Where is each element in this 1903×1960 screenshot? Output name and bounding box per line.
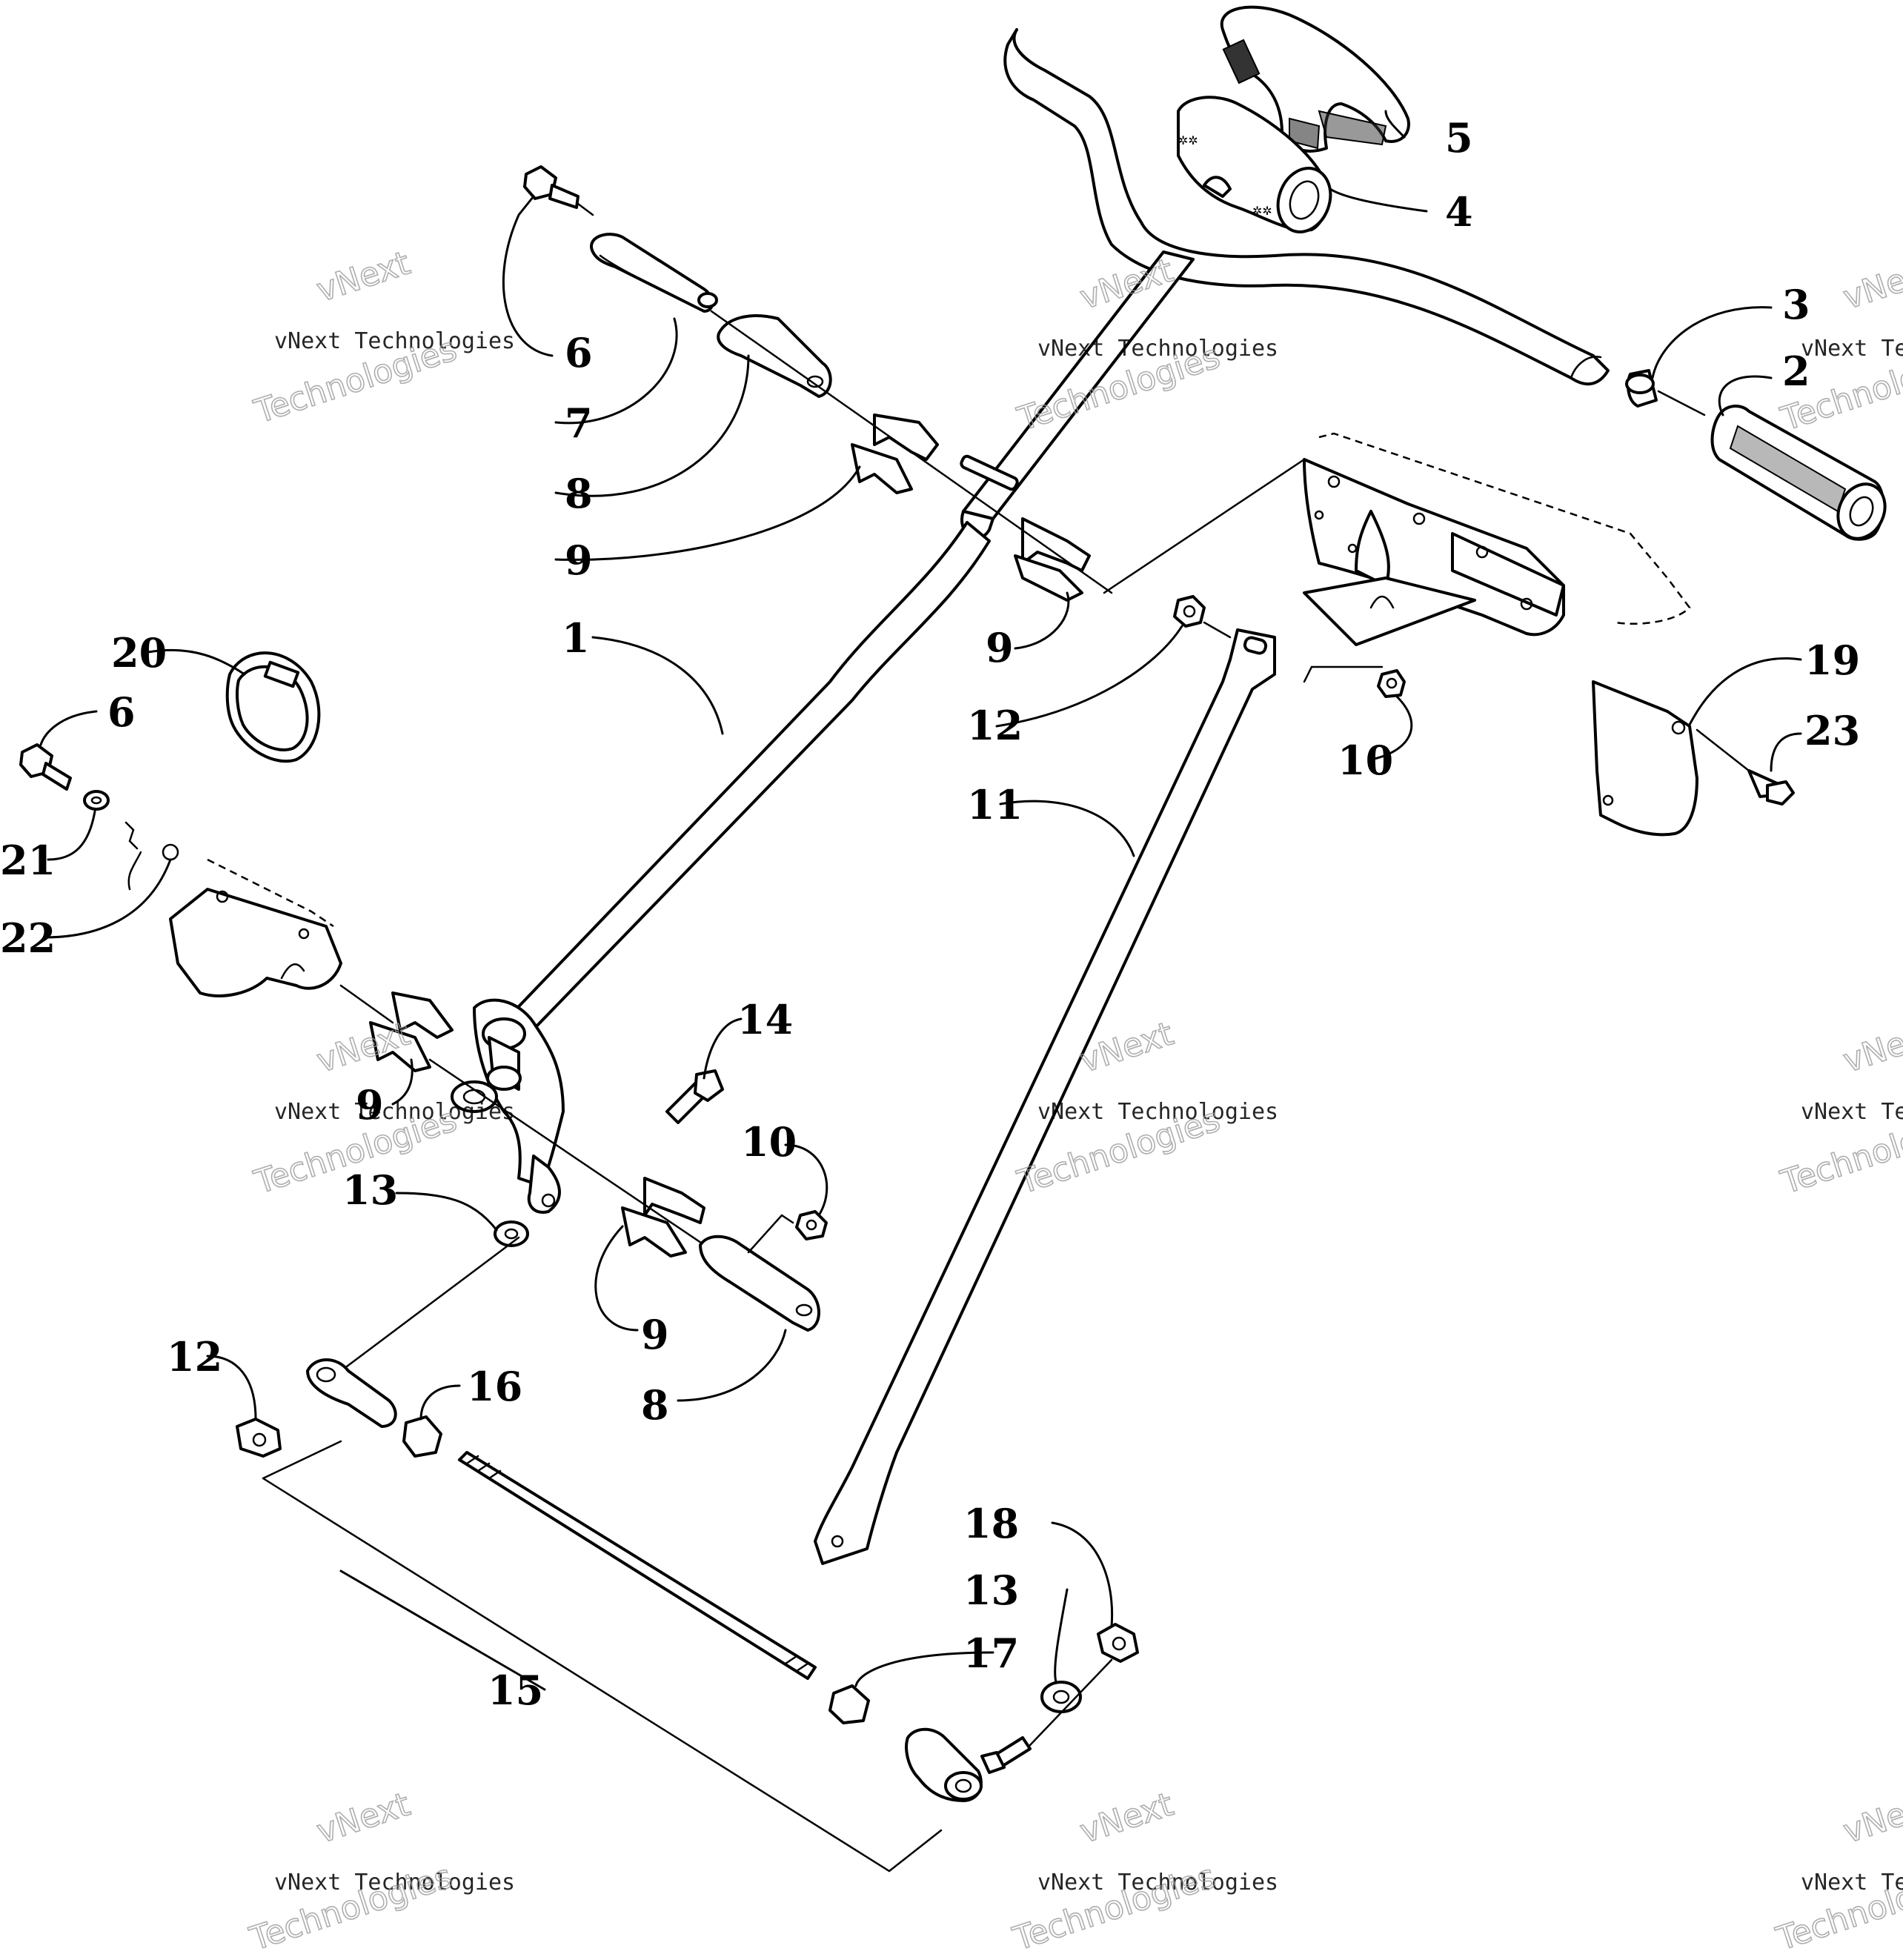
callout-9-lower-left: 9 [356, 1081, 384, 1129]
callout-1: 1 [562, 614, 590, 662]
part-13-washer-upper [339, 1220, 529, 1372]
callout-11: 11 [967, 781, 1023, 828]
callout-22: 22 [0, 914, 56, 962]
svg-text:vNext Technologies: vNext Technologies [1037, 1870, 1278, 1896]
callout-6-lower: 6 [107, 688, 136, 736]
callout-13-upper: 13 [342, 1166, 398, 1214]
part-2-grip [1710, 405, 1887, 541]
part-12-nut-lower [236, 1418, 282, 1458]
callout-18: 18 [963, 1500, 1019, 1547]
callout-6-upper: 6 [565, 329, 593, 376]
part-6-bolt-upper [523, 165, 594, 216]
part-13-washer-lower [1040, 1681, 1082, 1713]
svg-text:vNext Technologies: vNext Technologies [274, 1099, 515, 1125]
callout-9-upper-left: 9 [565, 536, 593, 584]
watermark: vNext vNext Technologies Technologies [1008, 1785, 1278, 1959]
part-8-strap-lower [699, 1214, 820, 1332]
callout-16: 16 [467, 1363, 522, 1410]
part-9-clamp-upper-left [851, 413, 939, 494]
part-18-nut [1029, 1623, 1139, 1747]
callout-2: 2 [1782, 348, 1810, 395]
callout-9-upper-right: 9 [986, 624, 1014, 671]
watermark: vNext vNext Technologies Technologies [245, 1785, 515, 1959]
callout-5: 5 [1445, 114, 1473, 162]
svg-text:vNext Technologies: vNext Technologies [1801, 1099, 1903, 1125]
part-4-foam-pad: ✲✲ ✲✲ [1177, 96, 1332, 233]
svg-text:✲✲: ✲✲ [1178, 133, 1198, 147]
svg-text:vNext Technologies: vNext Technologies [1037, 336, 1278, 362]
callout-19: 19 [1804, 637, 1860, 684]
part-23-screw [1696, 728, 1795, 805]
watermark: vNext vNext Technologies Technologies [1776, 1014, 1903, 1203]
part-20-band-clamp [225, 651, 321, 763]
callout-23: 23 [1804, 707, 1860, 754]
part-14-bolt [665, 1069, 724, 1124]
part-12-nut-upper [1173, 595, 1232, 639]
svg-text:vNext Technologies: vNext Technologies [1037, 1099, 1278, 1125]
callout-12-upper: 12 [967, 702, 1023, 749]
part-10-nut-lower [795, 1210, 828, 1240]
svg-text:vNext: vNext [312, 1014, 414, 1080]
callout-15: 15 [488, 1667, 543, 1714]
part-6-bolt-lower [19, 743, 72, 791]
part-19-plate [1592, 680, 1698, 837]
part-22-lock-washer [124, 821, 179, 891]
part-11-support-rod [814, 628, 1276, 1565]
watermark: vNext vNext Technologies Technologies [1771, 1785, 1903, 1959]
svg-text:vNext: vNext [312, 244, 414, 309]
callout-10-upper: 10 [1338, 737, 1393, 784]
svg-text:vNext: vNext [312, 1785, 414, 1850]
callout-8-lower: 8 [641, 1381, 669, 1429]
svg-text:✲✲: ✲✲ [1252, 204, 1272, 218]
part-15-tie-rod [262, 1358, 1032, 1873]
upper-mounting-bracket [1103, 432, 1691, 646]
callout-8-upper: 8 [565, 470, 593, 517]
callout-labels: 5 4 3 2 6 7 8 9 1 9 12 10 11 19 23 20 6 … [0, 114, 1860, 1714]
part-9-clamp-lower-left [369, 991, 454, 1072]
lower-mounting-bracket [169, 858, 394, 1024]
callout-7: 7 [565, 399, 593, 447]
part-1-steering-post [451, 28, 1610, 1214]
svg-text:vNext: vNext [1839, 251, 1903, 316]
callout-9-lower-right: 9 [641, 1311, 669, 1358]
svg-text:vNext: vNext [1839, 1014, 1903, 1080]
watermark: vNext vNext Technologies Technologies [249, 244, 515, 432]
callout-3: 3 [1782, 281, 1810, 328]
part-7-u-bracket [590, 233, 718, 313]
callout-21: 21 [0, 837, 56, 884]
callout-4: 4 [1445, 188, 1473, 236]
watermark: vNext vNext Technologies Technologies [1776, 251, 1903, 439]
callout-13-lower: 13 [963, 1567, 1019, 1614]
leader-lines [39, 110, 1802, 1691]
part-9-clamp-lower-right [621, 1177, 705, 1258]
callout-10-lower: 10 [741, 1118, 797, 1166]
callout-14: 14 [737, 996, 793, 1043]
callout-12-lower: 12 [167, 1333, 222, 1381]
callout-17: 17 [963, 1630, 1019, 1677]
svg-text:vNext Technologies: vNext Technologies [274, 328, 515, 354]
svg-text:vNext Technologies: vNext Technologies [1801, 1870, 1903, 1896]
callout-20: 20 [111, 629, 167, 677]
part-5-pad [1220, 5, 1410, 153]
part-10-nut-upper [1303, 665, 1406, 698]
svg-text:vNext Technologies: vNext Technologies [1801, 336, 1903, 362]
svg-text:vNext: vNext [1839, 1785, 1903, 1850]
part-21-washer [83, 790, 110, 811]
svg-text:vNext Technologies: vNext Technologies [274, 1870, 515, 1896]
svg-text:vNext: vNext [1075, 1785, 1178, 1850]
part-3-end-cap [1625, 369, 1706, 416]
